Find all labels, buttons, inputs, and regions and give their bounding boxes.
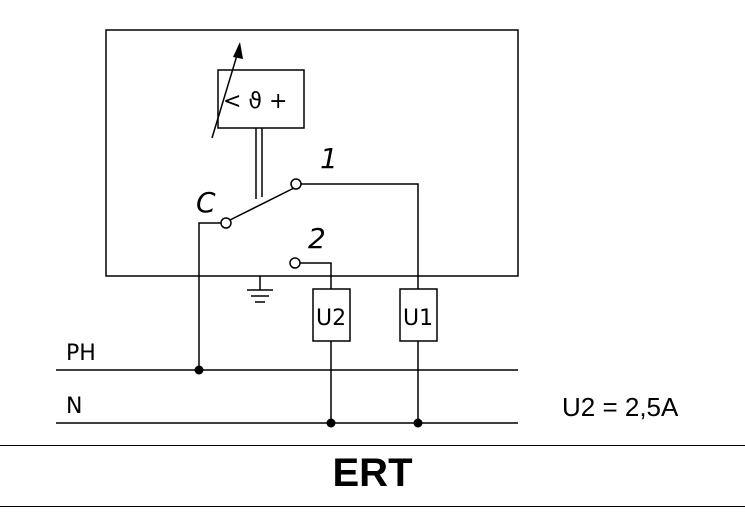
common-label: C <box>196 186 216 219</box>
common-terminal <box>220 217 232 229</box>
contact-2-label: 2 <box>308 222 326 255</box>
junction-dot-icon <box>326 418 336 428</box>
title-rule-bottom <box>0 506 745 507</box>
title-rule-top <box>0 445 745 446</box>
thermostat-box <box>217 69 305 129</box>
junction-dot-icon <box>194 365 204 375</box>
ground-icon <box>247 276 273 303</box>
load-u1-label: U1 <box>403 306 433 331</box>
wire-contact2-to-u2 <box>300 262 332 289</box>
junction-dot-icon <box>413 418 423 428</box>
neutral-label: N <box>66 394 82 419</box>
load-rating-note: U2 = 2,5A <box>562 392 679 422</box>
contact-1-label: 1 <box>320 142 338 175</box>
wire-common-to-phase <box>198 222 221 370</box>
wire-contact1-to-u1 <box>301 183 419 289</box>
load-u2-label: U2 <box>316 306 346 331</box>
contact-1-terminal <box>290 178 302 190</box>
device-enclosure <box>105 29 519 277</box>
switch-blade <box>229 186 297 221</box>
phase-label: PH <box>66 341 96 366</box>
diagram-title: ERT <box>332 451 413 495</box>
thermostat-symbol: < ϑ + <box>223 89 287 114</box>
contact-2-terminal <box>289 257 301 269</box>
adjustable-arrow-icon <box>211 42 243 139</box>
